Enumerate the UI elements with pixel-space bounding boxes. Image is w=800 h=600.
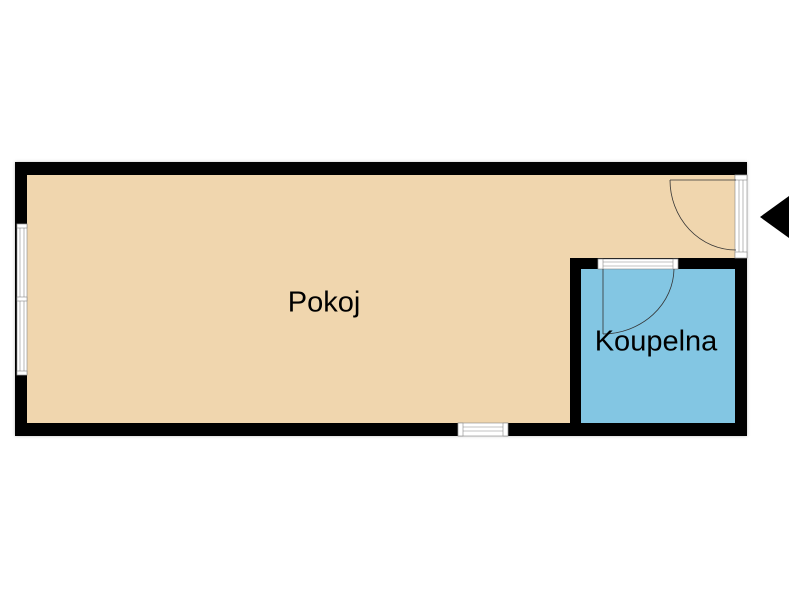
entrance-arrow-icon <box>760 196 789 238</box>
entrance-door <box>669 174 748 259</box>
room-label-pokoj: Pokoj <box>287 286 361 319</box>
window-bottom <box>457 422 509 437</box>
window-left <box>16 223 28 376</box>
room-label-koupelna: Koupelna <box>594 325 718 358</box>
bathroom-door <box>597 258 679 335</box>
room-koupelna-floor <box>581 269 735 423</box>
